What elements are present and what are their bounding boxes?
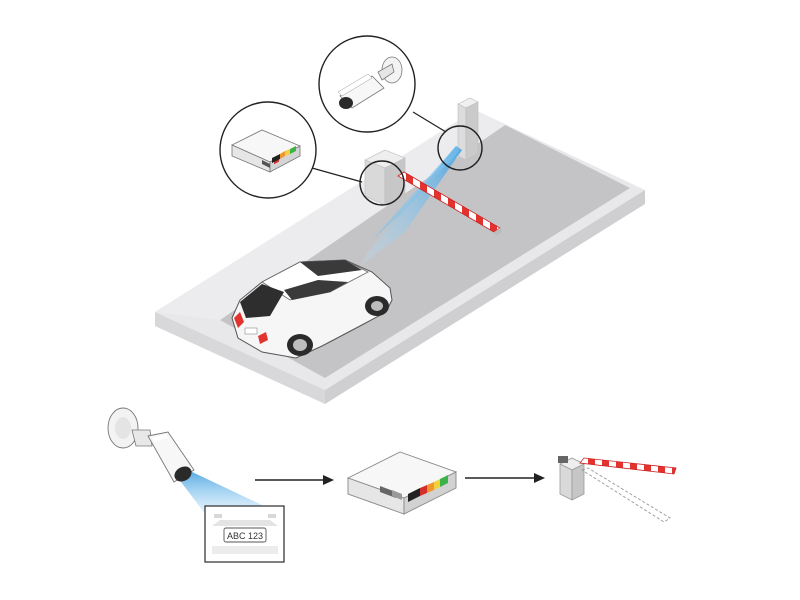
controller-callout — [219, 101, 317, 199]
suv-car-icon — [231, 259, 393, 359]
license-plate-text: ABC 123 — [227, 531, 263, 541]
camera-scan-cone — [178, 470, 262, 515]
camera-highlight-circle — [437, 125, 483, 171]
camera-post — [457, 97, 479, 161]
scan-beam — [358, 146, 462, 268]
barrier-arm-lowered — [580, 467, 671, 523]
license-plate-card: ABC 123 — [204, 505, 285, 563]
camera-callout-line — [412, 111, 447, 133]
camera-step: ABC 123 — [107, 407, 285, 563]
controller-step — [346, 451, 458, 515]
platform-front-face — [155, 312, 325, 404]
bullet-camera-icon — [337, 56, 403, 109]
platform-right-face — [325, 190, 645, 404]
barrier-highlight-circle — [359, 160, 405, 206]
parking-scene — [155, 35, 645, 404]
bullet-camera-icon — [107, 407, 195, 483]
access-controller-icon — [231, 129, 301, 173]
controller-callout-line — [311, 167, 363, 183]
scan-beam-inner — [372, 146, 460, 240]
process-flow: ABC 123 — [107, 407, 677, 563]
boom-barrier-icon — [558, 456, 677, 523]
arrow-right-icon — [255, 475, 334, 485]
arrow-right-icon — [465, 473, 545, 483]
barrier-housing — [364, 149, 406, 206]
camera-callout — [318, 35, 416, 133]
access-controller-icon — [346, 451, 458, 515]
barrier-step — [558, 456, 677, 523]
curb — [155, 110, 505, 320]
barrier-arm-raised — [579, 457, 677, 475]
